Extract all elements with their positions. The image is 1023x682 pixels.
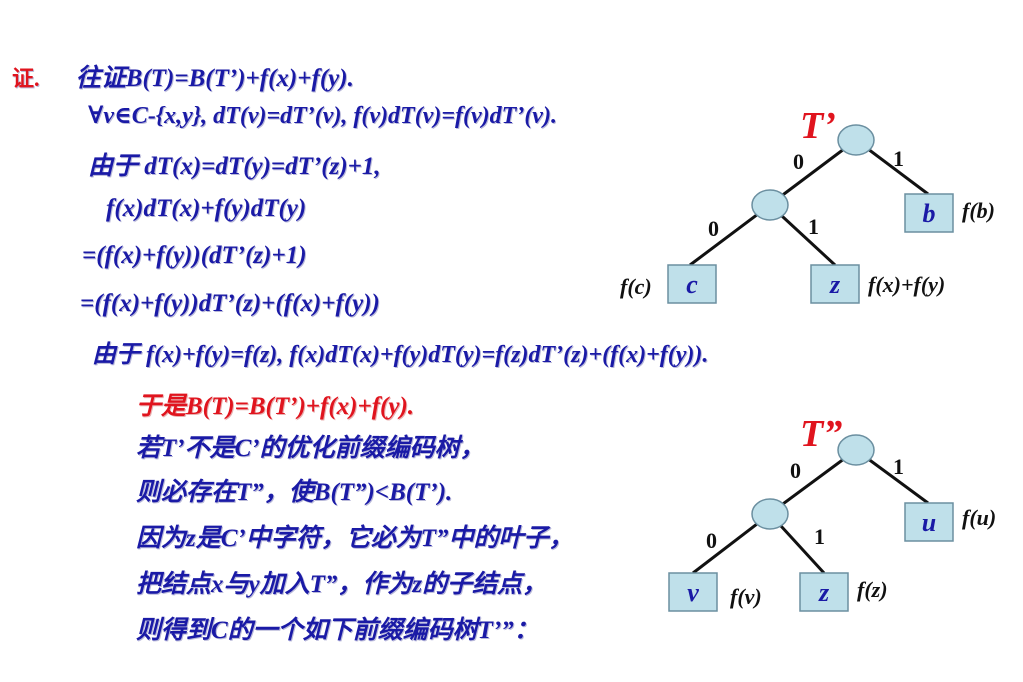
tree1-internal-node bbox=[751, 189, 789, 221]
tree2-internal-node bbox=[751, 498, 789, 530]
tree1-weight-c: f(c) bbox=[620, 274, 652, 299]
proof-line-6: 由于 f(x)+f(y)=f(z), f(x)dT(x)+f(y)dT(y)=f… bbox=[92, 342, 709, 368]
tree2-leaf-u-label: u bbox=[922, 508, 936, 537]
proof-label: 证. bbox=[12, 66, 40, 91]
proof-line-12: 则得到C的一个如下前缀编码树T’”： bbox=[136, 617, 539, 644]
tree2-title: T” bbox=[800, 413, 842, 455]
proof-line-0: 证. 往证B(T)=B(T’)+f(x)+f(y). bbox=[12, 58, 354, 94]
proof-line-10: 因为z是C’中字符，它必为T”中的叶子， bbox=[136, 525, 574, 552]
proof-text-0: 往证B(T)=B(T’)+f(x)+f(y). bbox=[75, 65, 354, 92]
tree2-root-node bbox=[837, 434, 875, 466]
tree1-leaf-b-label: b bbox=[923, 199, 936, 228]
tree2-weight-z: f(z) bbox=[857, 577, 888, 602]
tree1-leaf-b bbox=[904, 193, 954, 233]
tree2-subedge-label-0: 0 bbox=[706, 528, 717, 553]
tree2-leaf-v-label: v bbox=[687, 578, 699, 607]
tree2-edge-label-1: 1 bbox=[893, 454, 904, 479]
tree1-leaf-z-label: z bbox=[829, 270, 841, 299]
tree2-leaf-z-label: z bbox=[818, 578, 830, 607]
tree2-weight-u: f(u) bbox=[962, 505, 996, 530]
tree1-leaf-c bbox=[667, 264, 717, 304]
tree2-leaf-v bbox=[668, 572, 718, 612]
tree1-title: T’ bbox=[800, 105, 836, 147]
proof-line-4: =(f(x)+f(y))(dT’(z)+1) bbox=[82, 242, 307, 269]
tree1-edge-left bbox=[771, 138, 857, 205]
tree1-edge-label-0: 0 bbox=[793, 149, 804, 174]
tree1-weight-b: f(b) bbox=[962, 198, 995, 223]
proof-line-8: 若T’不是C’的优化前缀编码树， bbox=[136, 435, 485, 462]
tree1-leaf-z bbox=[810, 264, 860, 304]
tree1-leaf-c-label: c bbox=[686, 270, 698, 299]
tree2-weight-v: f(v) bbox=[730, 584, 762, 609]
proof-line-5: =(f(x)+f(y))dT’(z)+(f(x)+f(y)) bbox=[80, 290, 380, 317]
proof-line-1: ∀v∈C-{x,y}, dT(v)=dT’(v), f(v)dT(v)=f(v)… bbox=[88, 103, 557, 129]
proof-line-11: 把结点x与y加入T”，作为z的子结点， bbox=[136, 571, 548, 598]
proof-line-3: f(x)dT(x)+f(y)dT(y) bbox=[106, 195, 307, 222]
tree2-leaf-u bbox=[904, 502, 954, 542]
tree2-edge-label-0: 0 bbox=[790, 458, 801, 483]
tree2-leaf-z bbox=[799, 572, 849, 612]
proof-line-9: 则必存在T”，使B(T”)<B(T’). bbox=[136, 479, 453, 506]
tree1-root-node bbox=[837, 124, 875, 156]
tree1-subedge-label-1: 1 bbox=[808, 214, 819, 239]
tree1-edge-label-1: 1 bbox=[893, 146, 904, 171]
tree-t-prime: T’ 0 1 0 1 b f(b) c f(c) z f(x)+f(y) bbox=[620, 105, 995, 304]
proof-line-2: 由于 dT(x)=dT(y)=dT’(z)+1, bbox=[88, 153, 381, 180]
tree-t-double-prime: T” 0 1 0 1 u f(u) v f(v) z f(z) bbox=[668, 413, 996, 612]
tree1-subedge-label-0: 0 bbox=[708, 216, 719, 241]
tree2-subedge-label-1: 1 bbox=[814, 524, 825, 549]
proof-line-7: 于是B(T)=B(T’)+f(x)+f(y). bbox=[136, 393, 415, 420]
tree1-weight-z: f(x)+f(y) bbox=[868, 272, 945, 297]
